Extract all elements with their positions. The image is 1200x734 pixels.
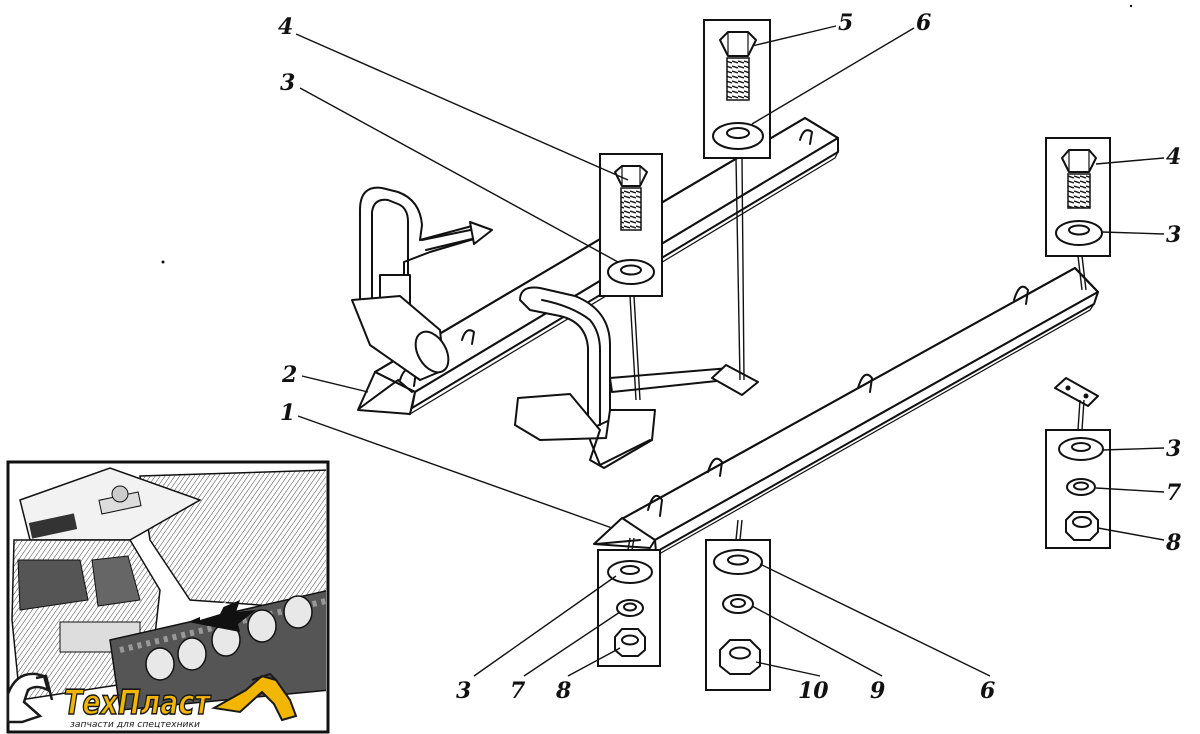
hardware-box-nut-right bbox=[1045, 377, 1111, 549]
lock-washer-icon bbox=[1066, 478, 1096, 496]
callout-8: 8 bbox=[1165, 530, 1181, 556]
nut-icon bbox=[719, 639, 761, 675]
brand-logo: ТехПласт запчасти для спецтехники bbox=[6, 672, 298, 730]
bolt-icon bbox=[614, 165, 648, 231]
washer-icon bbox=[713, 549, 763, 575]
lock-washer-icon bbox=[616, 599, 644, 617]
plate-icon bbox=[1054, 377, 1099, 407]
callout-9: 9 bbox=[870, 678, 885, 704]
callout-6: 6 bbox=[916, 10, 931, 36]
callout-3: 3 bbox=[1166, 436, 1181, 462]
upper-bracket-right bbox=[514, 286, 759, 469]
bolt-icon bbox=[1061, 149, 1097, 209]
nut-icon bbox=[614, 628, 646, 657]
callout-leaders bbox=[295, 25, 1165, 677]
nut-icon bbox=[1065, 511, 1099, 541]
washer-icon bbox=[607, 259, 655, 285]
lower-footboard bbox=[593, 267, 1099, 559]
upper-bracket-left bbox=[351, 186, 493, 381]
bolt-icon bbox=[719, 31, 757, 101]
washer-icon bbox=[1058, 437, 1104, 461]
callout-numbers: 1 2 3 4 5 6 4 3 3 7 8 3 7 8 10 9 6 bbox=[278, 10, 1182, 704]
assembly-lines bbox=[627, 157, 1087, 551]
hardware-box-bolt-washer-upper bbox=[599, 153, 663, 297]
callout-4: 4 bbox=[278, 14, 293, 40]
logo-tagline: запчасти для спецтехники bbox=[70, 720, 200, 730]
washer-icon bbox=[607, 560, 653, 584]
logo-name: ТехПласт bbox=[64, 683, 212, 723]
callout-3: 3 bbox=[1166, 222, 1181, 248]
callout-5: 5 bbox=[838, 10, 853, 36]
callout-6: 6 bbox=[980, 678, 995, 704]
callout-4: 4 bbox=[1166, 144, 1181, 170]
washer-icon bbox=[1055, 220, 1103, 246]
callout-7: 7 bbox=[510, 678, 526, 704]
callout-7: 7 bbox=[1166, 480, 1182, 506]
hardware-box-nut-bottom-center bbox=[705, 539, 771, 691]
lock-washer-icon bbox=[722, 594, 754, 614]
washer-icon bbox=[712, 122, 764, 150]
callout-2: 2 bbox=[281, 362, 297, 388]
callout-1: 1 bbox=[280, 400, 295, 426]
callout-3: 3 bbox=[280, 70, 295, 96]
loader-icon bbox=[210, 672, 298, 722]
hardware-box-nut-bottom-left bbox=[597, 549, 661, 667]
callout-10: 10 bbox=[798, 678, 829, 704]
hardware-box-bolt-washer-right bbox=[1045, 137, 1111, 257]
callout-8: 8 bbox=[555, 678, 571, 704]
callout-3: 3 bbox=[456, 678, 471, 704]
hardware-box-bolt-washer-top bbox=[703, 19, 771, 159]
